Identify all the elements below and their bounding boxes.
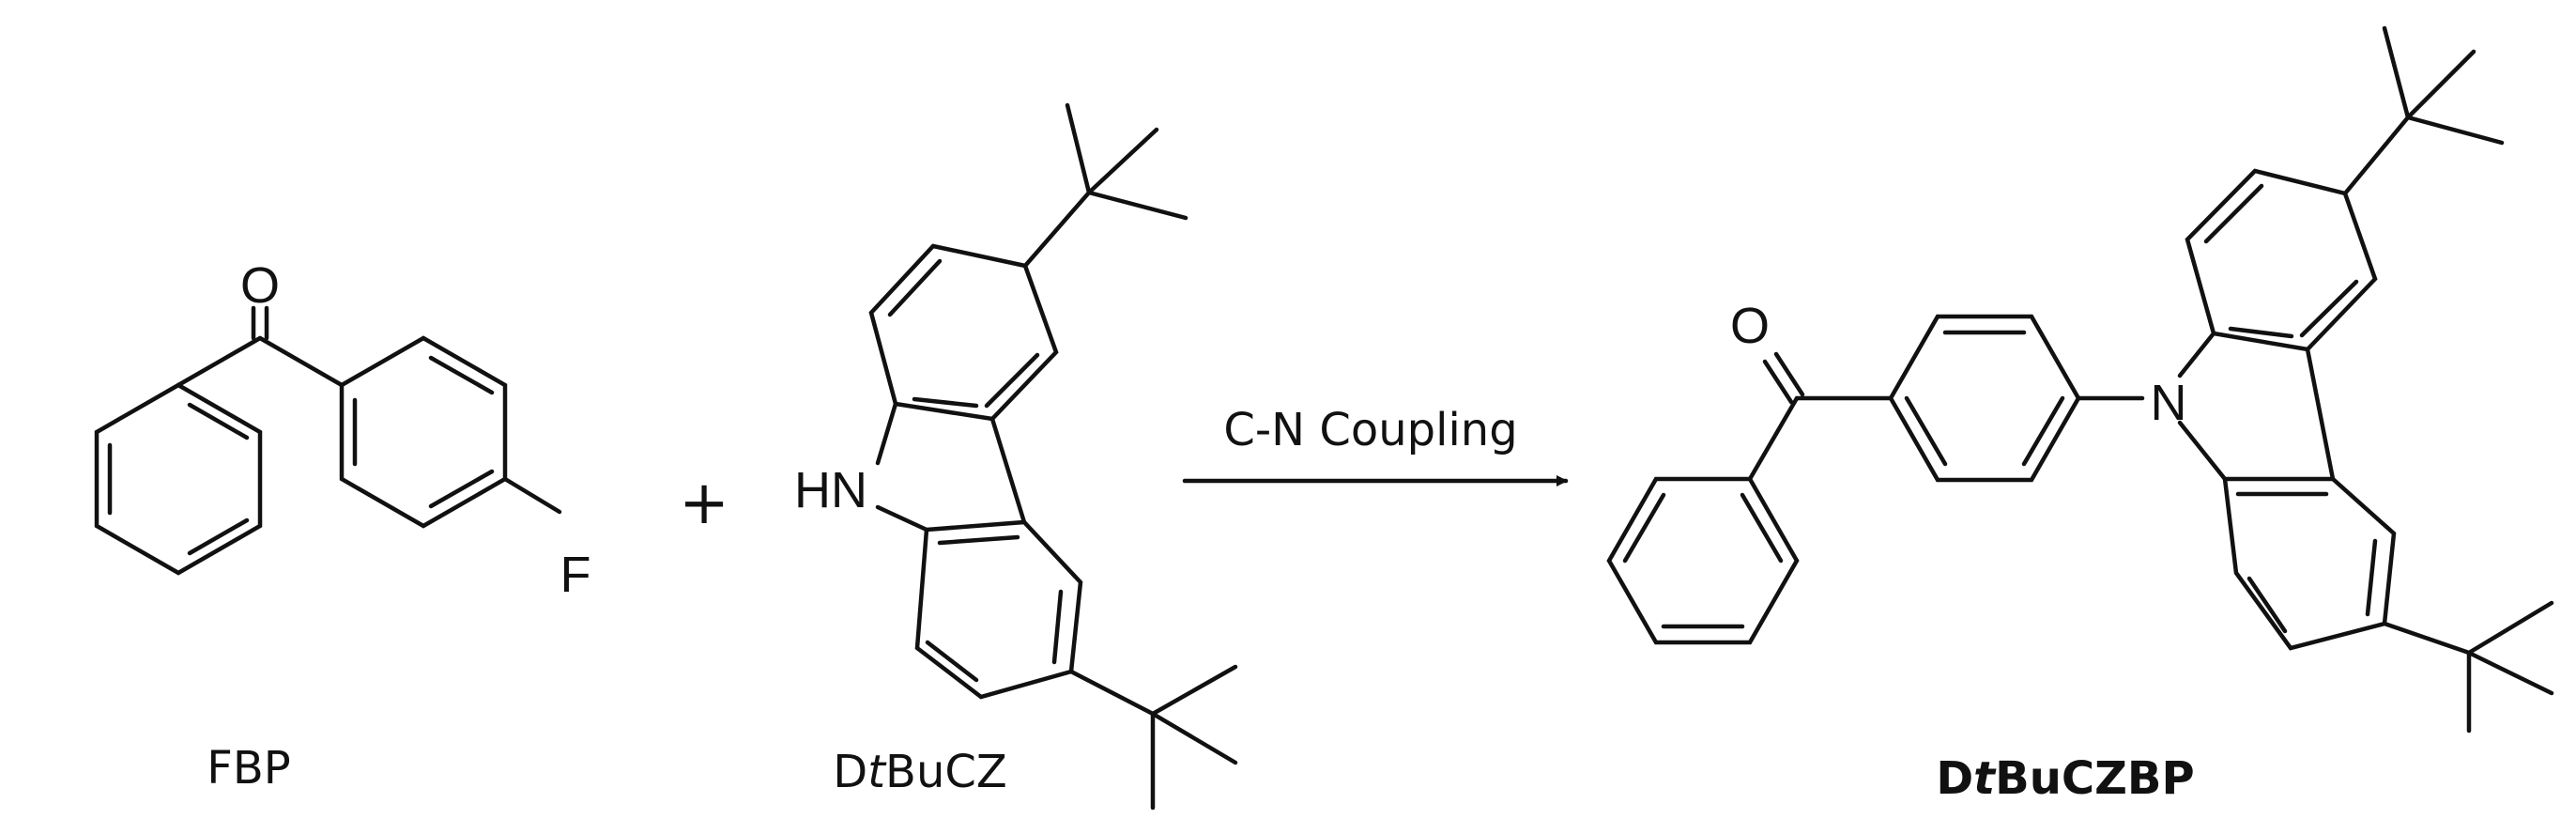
dtbucz-n-c-bond-lower — [875, 504, 929, 533]
product-upper-benzene-ring — [2185, 168, 2378, 352]
product-label: DtBuCZBP — [1936, 752, 2194, 805]
product-phenylene-ring — [1888, 314, 2081, 483]
fbp-oxygen-atom: O — [240, 257, 280, 314]
product-c-ph-bond — [1747, 395, 1800, 482]
plus-sign: + — [679, 469, 729, 538]
dtbucz-upper-benzene-ring — [868, 243, 1059, 422]
dtbucz-n-c-bond-upper — [875, 401, 898, 466]
product-lower-benzene-ring — [2222, 476, 2397, 651]
product-molecule: O N — [1606, 25, 2554, 734]
product-lower-tert-butyl — [2382, 600, 2554, 734]
fbp-phenyl-ring — [94, 382, 263, 576]
fbp-label: FBP — [207, 742, 290, 795]
product-phenyl-ring — [1606, 476, 1800, 645]
dtbucz-upper-tert-butyl — [1022, 102, 1188, 269]
fbp-c-f-bond — [502, 476, 562, 515]
dtbucz-biaryl-bond — [989, 416, 1027, 525]
fbp-fluorine-atom: F — [560, 547, 591, 603]
dtbucz-label: DtBuCZ — [833, 746, 1007, 798]
product-carbonyl-bond-a — [1762, 359, 1794, 405]
dtbucz-nh-atom: HN — [794, 462, 867, 518]
product-biaryl-bond — [2305, 347, 2336, 482]
product-carbonyl-bond-b — [1773, 351, 1805, 397]
product-n-c-bond-upper — [2177, 331, 2216, 378]
fbp-c-ph-bond — [176, 335, 263, 388]
fbp-molecule: O F — [94, 257, 591, 603]
product-upper-tert-butyl — [2342, 25, 2505, 196]
dtbucz-molecule: HN — [794, 102, 1238, 811]
dtbucz-lower-benzene-ring — [914, 519, 1083, 700]
product-n-c-bond-lower — [2177, 420, 2228, 482]
fbp-c-ar-bond — [257, 335, 345, 388]
dtbucz-lower-tert-butyl — [1068, 664, 1238, 811]
product-oxygen-atom: O — [1730, 298, 1770, 354]
reaction-condition-label: C-N Coupling — [1223, 404, 1517, 456]
fbp-fluorophenyl-ring — [339, 335, 508, 529]
